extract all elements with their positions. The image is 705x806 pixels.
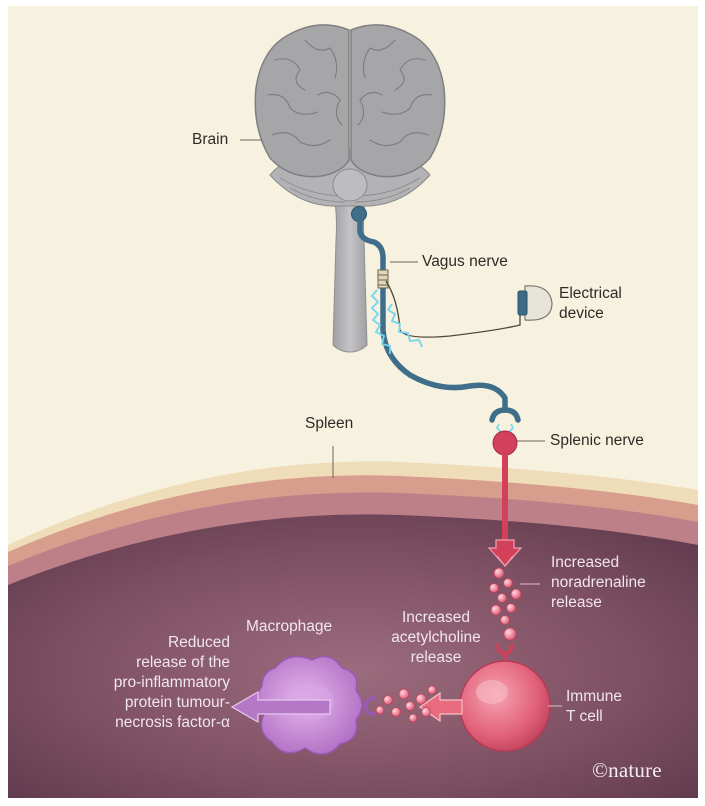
label-noradrenaline-line1: Increased [551, 554, 619, 572]
label-vagus-nerve: Vagus nerve [422, 253, 508, 271]
label-acetylcholine-line1: Increased [366, 609, 506, 627]
label-reduced-line2: release of the [60, 654, 230, 672]
label-electrical-device-line1: Electrical [559, 285, 622, 303]
label-reduced-line3: pro-inflammatory [60, 674, 230, 692]
label-tcell-line1: Immune [566, 688, 622, 706]
label-reduced-line4: protein tumour- [60, 694, 230, 712]
label-acetylcholine-line2: acetylcholine [366, 629, 506, 647]
label-acetylcholine-line3: release [366, 649, 506, 667]
label-macrophage: Macrophage [246, 618, 332, 636]
electrical-device-connector [518, 291, 527, 315]
brain-pons [333, 169, 367, 201]
label-noradrenaline-line2: noradrenaline [551, 574, 646, 592]
nature-logo: ©nature [592, 758, 662, 783]
label-brain: Brain [192, 131, 228, 149]
label-tcell-line2: T cell [566, 708, 603, 726]
label-spleen: Spleen [305, 415, 353, 433]
immune-t-cell [460, 661, 550, 751]
label-reduced-line1: Reduced [60, 634, 230, 652]
label-electrical-device-line2: device [559, 305, 604, 323]
label-splenic-nerve: Splenic nerve [550, 432, 644, 450]
label-reduced-line5: necrosis factor-α [60, 714, 230, 732]
label-noradrenaline-line3: release [551, 594, 602, 612]
